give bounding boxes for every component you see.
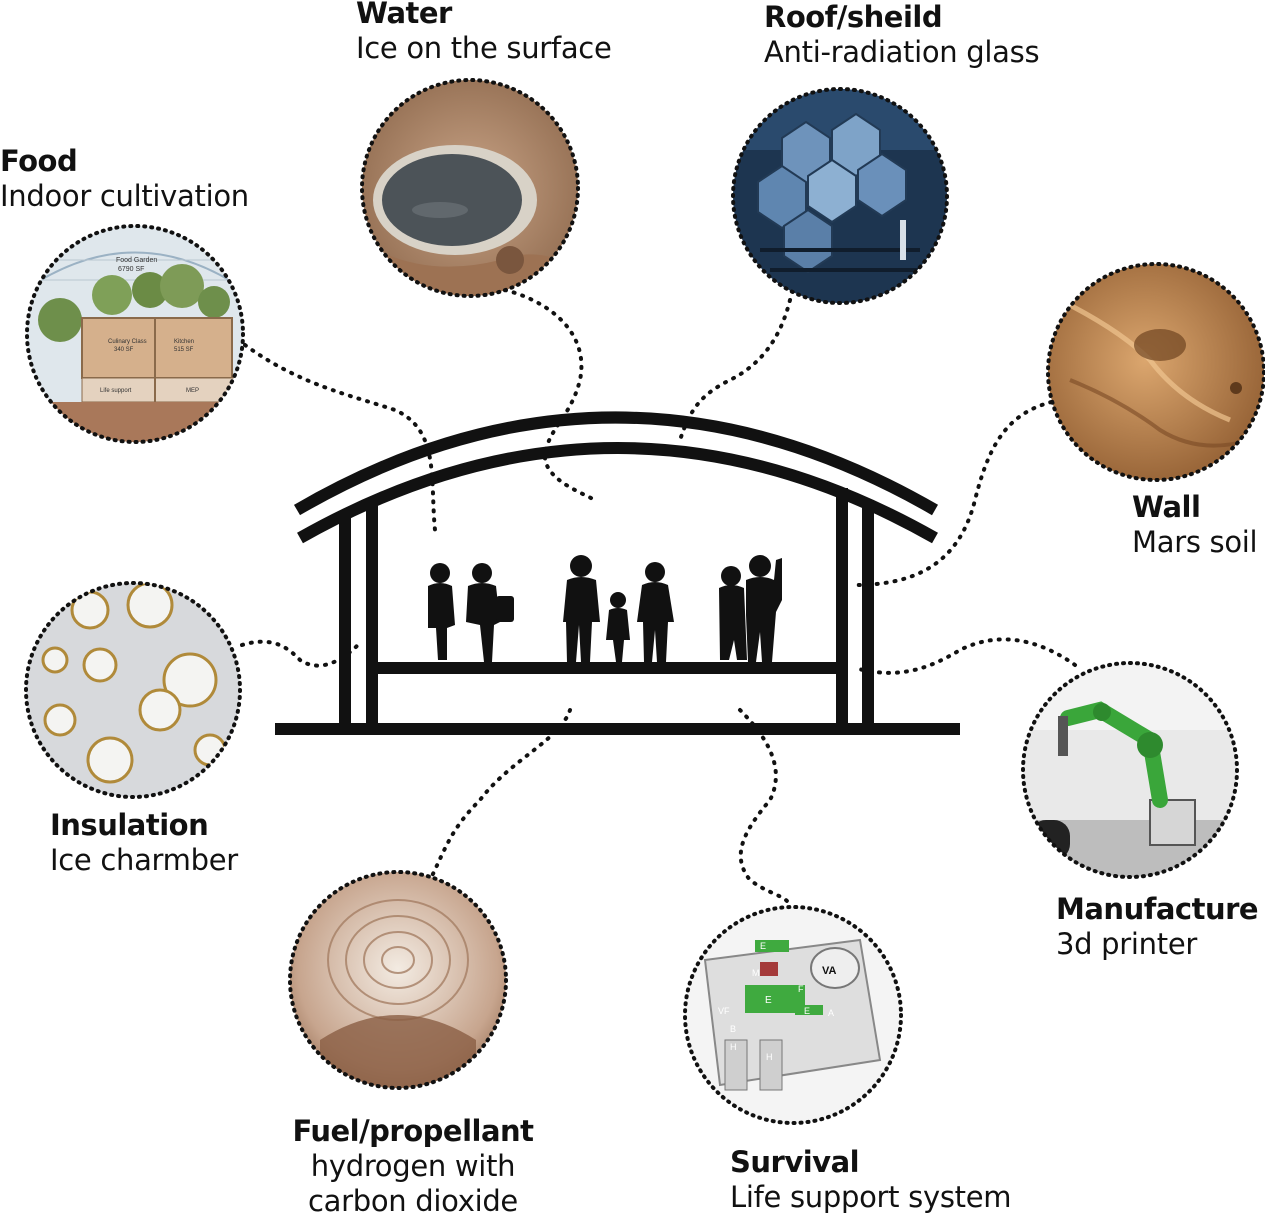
manufacture-label: Manufacture 3d printer [1056,892,1259,962]
e-label-3: E [804,1006,810,1016]
person-5 [637,562,674,662]
food-garden-label: Food Garden [116,257,157,264]
life-support-label: Life support [100,388,132,394]
manufacture-photo [1021,661,1239,879]
manufacture-title: Manufacture [1056,892,1259,926]
water-title: Water [356,0,452,30]
h-label-1: H [730,1042,737,1052]
culinary-area: 340 SF [114,347,134,353]
wall-subtitle: Mars soil [1132,524,1258,559]
wall-title: Wall [1132,490,1201,524]
insulation-subtitle: Ice charmber [50,842,238,877]
wall-label: Wall Mars soil [1132,490,1258,560]
m-label: M [752,968,760,978]
kitchen-area: 515 SF [174,347,194,353]
fuel-subtitle-line1: hydrogen with [310,1148,516,1183]
culinary-label: Culinary Class [108,339,147,345]
insulation-photo [24,581,242,799]
survival-subtitle: Life support system [730,1179,1012,1214]
food-subtitle: Indoor cultivation [0,178,249,213]
roof-outer-arc [293,411,939,516]
person-4-child [606,592,630,662]
wall-photo [1046,262,1265,482]
person-3 [563,555,600,662]
fuel-photo [288,870,508,1090]
food-photo: Food Garden 6790 SF Culinary Class 340 S… [25,224,245,444]
connector-water [503,288,597,502]
water-photo [360,78,580,298]
person-7 [746,555,782,662]
mep-label: MEP [186,388,199,394]
vf-label: VF [718,1006,730,1016]
roof-title: Roof/sheild [764,0,943,34]
a-label: A [828,1008,834,1018]
survival-label: Survival Life support system [730,1145,1011,1215]
person-2 [466,563,514,662]
connector-survival [738,708,792,907]
manufacture-subtitle: 3d printer [1056,926,1197,961]
f-label: F [798,984,804,994]
e-label-1: E [760,941,766,951]
connector-wall [853,398,1062,587]
insulation-label: Insulation Ice charmber [50,808,238,878]
fuel-title: Fuel/propellant [292,1114,534,1148]
water-label: Water Ice on the surface [356,0,612,66]
habitat-section [275,411,960,735]
roof-photo [731,87,949,305]
food-garden-area: 6790 SF [118,266,144,273]
food-title: Food [0,144,78,178]
b-label: B [730,1024,736,1034]
food-label: Food Indoor cultivation [0,144,249,214]
e-label-2: E [765,995,772,1006]
roof-label: Roof/sheild Anti-radiation glass [764,0,1040,70]
insulation-title: Insulation [50,808,209,842]
kitchen-label: Kitchen [174,339,194,345]
fuel-subtitle-line2: carbon dioxide [308,1183,518,1218]
connector-fuel [428,708,572,882]
connector-manufacture [853,637,1077,675]
survival-title: Survival [730,1145,860,1179]
va-label: VA [822,965,837,977]
connector-insulation [240,639,362,668]
fuel-label: Fuel/propellant hydrogen with carbon dio… [290,1114,536,1218]
water-subtitle: Ice on the surface [356,30,612,65]
people-silhouettes [428,555,782,662]
roof-subtitle: Anti-radiation glass [764,34,1040,69]
survival-photo: VA VF E E E F M A B H H [683,905,903,1125]
h-label-2: H [766,1052,773,1062]
person-1 [428,563,455,660]
connector-food [243,343,437,532]
person-6 [719,566,747,660]
